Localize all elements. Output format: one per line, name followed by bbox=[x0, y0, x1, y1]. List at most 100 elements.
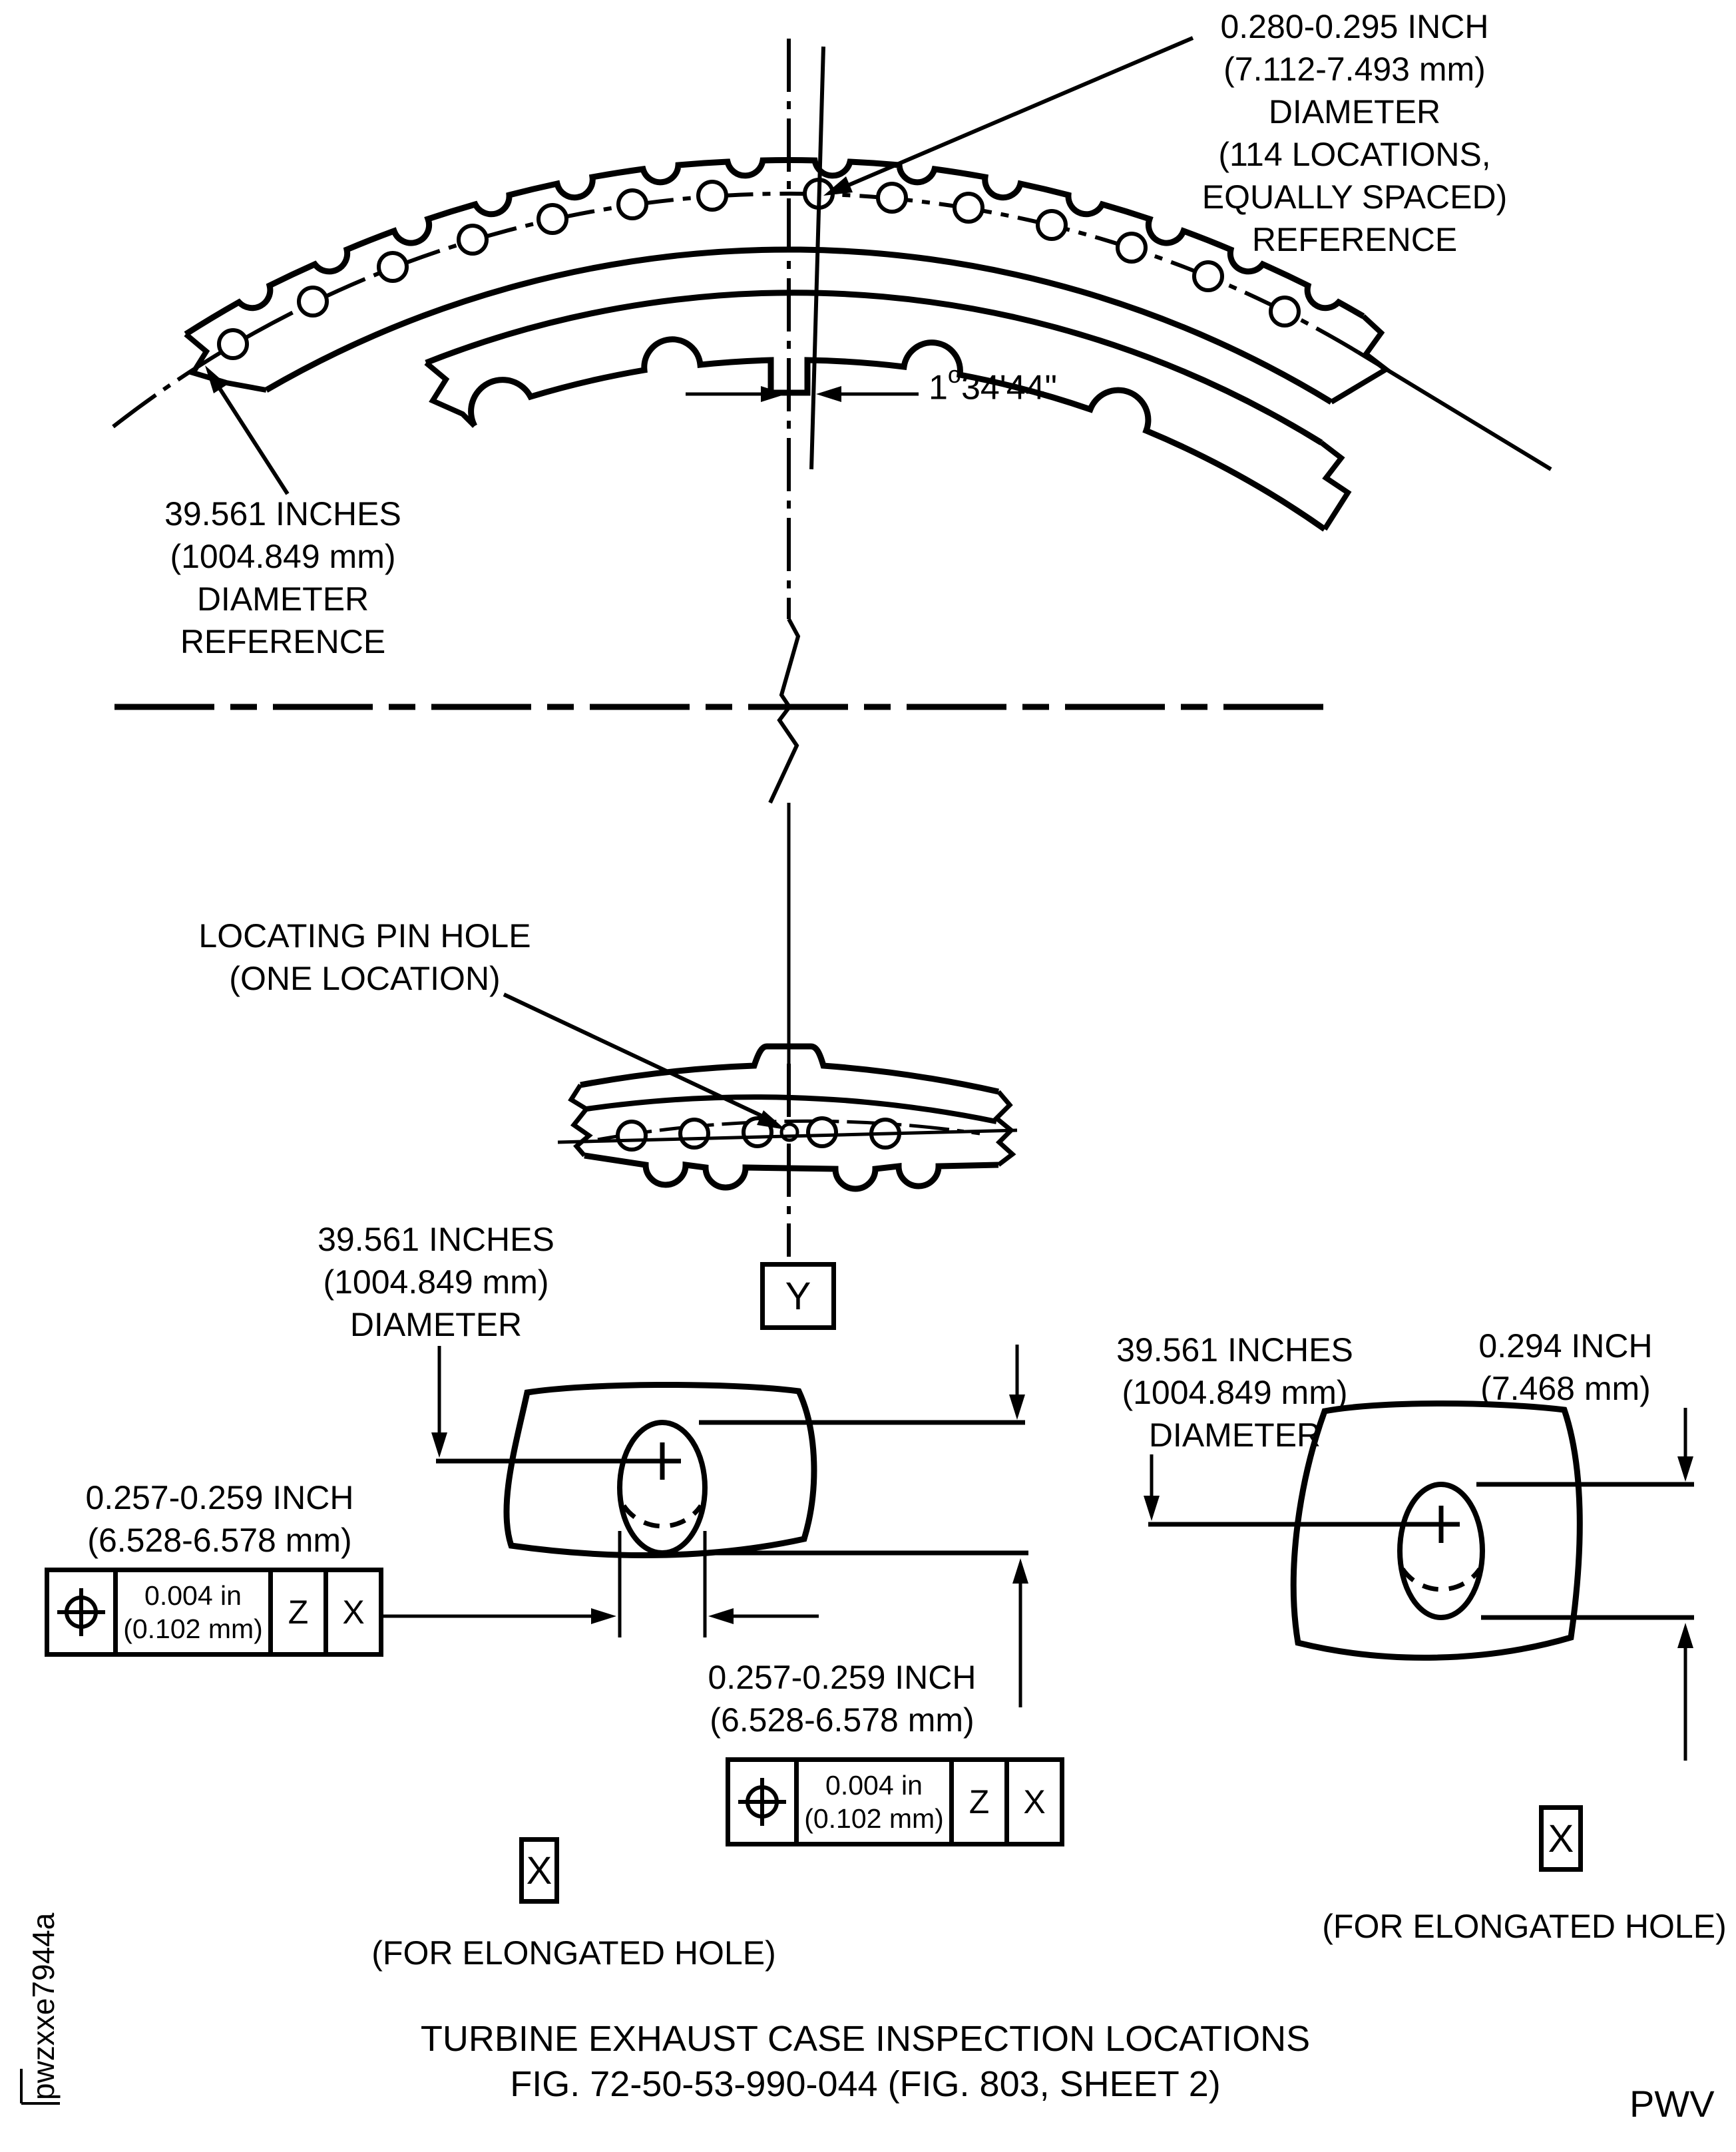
note-line: REFERENCE bbox=[1251, 221, 1458, 258]
left-elongated-hole-caption: (FOR ELONGATED HOLE) bbox=[371, 1932, 775, 1974]
flange-arc-view bbox=[112, 157, 1552, 532]
note-line: 0.280-0.295 INCH bbox=[1220, 8, 1489, 45]
bolt-hole bbox=[616, 1120, 648, 1152]
note-line: LOCATING PIN HOLE bbox=[198, 917, 531, 955]
angle-dimension-label: 1o34'44" bbox=[929, 361, 1058, 407]
bolt-hole bbox=[806, 1116, 838, 1148]
note-line: (7.112-7.493 mm) bbox=[1223, 51, 1486, 88]
note-line: (1004.849 mm) bbox=[1122, 1374, 1348, 1411]
bolt-hole bbox=[678, 1118, 710, 1150]
right-hole-dashed-arc bbox=[1401, 1568, 1482, 1592]
note-line: 0.257-0.259 INCH bbox=[85, 1479, 354, 1516]
right-elongated-hole-caption: (FOR ELONGATED HOLE) bbox=[1322, 1905, 1726, 1948]
hole-dia-leader-shaft bbox=[829, 36, 1194, 195]
datum-x-box-right: X bbox=[1539, 1805, 1583, 1872]
left-diameter-note: 39.561 INCHES (1004.849 mm) DIAMETER bbox=[318, 1218, 554, 1346]
left-detail-patch-outline bbox=[503, 1381, 817, 1559]
bolt-hole bbox=[1116, 232, 1148, 264]
note-line: EQUALLY SPACED) bbox=[1201, 178, 1508, 216]
datum-x-box-left: X bbox=[519, 1837, 559, 1904]
hole-diameter-note: 0.280-0.295 INCH (7.112-7.493 mm) DIAMET… bbox=[1202, 5, 1508, 261]
note-line: (ONE LOCATION) bbox=[229, 960, 501, 997]
position-tolerance-cell bbox=[730, 1762, 794, 1842]
locating-pin-hole-note: LOCATING PIN HOLE (ONE LOCATION) bbox=[198, 915, 531, 1000]
angle-degrees: 1 bbox=[929, 368, 948, 407]
document-id-code: pwzxxe7944a bbox=[26, 1912, 61, 2100]
case-wall-arc bbox=[425, 290, 1323, 445]
tolerance-inches: 0.004 in bbox=[825, 1770, 923, 1801]
centerlines bbox=[114, 39, 1337, 1257]
diameter-ref-leader-shaft bbox=[211, 377, 290, 495]
bolt-hole bbox=[1269, 296, 1301, 327]
locating-pin-leader-shaft bbox=[503, 992, 768, 1120]
left-elongated-hole-detail bbox=[381, 1345, 1028, 1707]
pin-view-top-edge bbox=[580, 1043, 999, 1095]
flange-bolt-holes bbox=[217, 178, 1301, 360]
figure-number: FIG. 72-50-53-990-044 (FIG. 803, SHEET 2… bbox=[510, 2064, 1221, 2104]
pin-view-bottom-scalloped-edge bbox=[584, 1152, 999, 1192]
pin-view-chord-line bbox=[557, 1128, 1018, 1144]
bolt-circle-extension-line bbox=[1357, 350, 1552, 471]
right-detail-patch-outline bbox=[1290, 1400, 1583, 1661]
note-line: REFERENCE bbox=[180, 623, 386, 660]
left-slot-top-arrowhead bbox=[1009, 1395, 1025, 1420]
degree-symbol: o bbox=[947, 361, 961, 388]
feature-control-frame-left: 0.004 in (0.102 mm) Z X bbox=[45, 1568, 383, 1657]
left-slot-bottom-arrowhead bbox=[1012, 1558, 1028, 1584]
right-slot-bottom-arrowhead bbox=[1677, 1623, 1693, 1648]
note-line: DIAMETER bbox=[349, 1306, 523, 1343]
left-elongated-hole bbox=[617, 1420, 708, 1556]
position-tolerance-icon bbox=[57, 1588, 105, 1636]
note-line: 39.561 INCHES bbox=[1116, 1331, 1353, 1369]
right-hole-center-mark bbox=[1422, 1506, 1460, 1543]
figure-title: TURBINE EXHAUST CASE INSPECTION LOCATION… bbox=[420, 2019, 1311, 2059]
case-left-break-edge bbox=[424, 360, 477, 428]
pin-view-left-break-edge bbox=[568, 1084, 593, 1158]
angle-dimension bbox=[686, 386, 919, 402]
flange-left-break-edge bbox=[184, 331, 267, 393]
bolt-hole bbox=[297, 286, 329, 318]
note-line: 0.294 INCH bbox=[1478, 1327, 1653, 1365]
note-line: DIAMETER bbox=[1268, 93, 1441, 130]
left-width-arrowhead-b bbox=[708, 1608, 734, 1624]
note-line: 0.257-0.259 INCH bbox=[708, 1659, 977, 1696]
tolerance-mm: (0.102 mm) bbox=[123, 1614, 263, 1644]
note-line: (6.528-6.578 mm) bbox=[710, 1701, 975, 1739]
note-line: (1004.849 mm) bbox=[170, 538, 396, 575]
note-line: DIAMETER bbox=[196, 580, 369, 618]
angle-dim-right-arrowhead bbox=[816, 386, 841, 402]
right-elongated-hole-detail bbox=[1144, 1400, 1694, 1761]
bolt-hole bbox=[537, 203, 568, 235]
note-line: (7.468 mm) bbox=[1480, 1370, 1651, 1407]
angle-dim-left-arrowhead bbox=[761, 386, 786, 402]
case-bottom-scalloped-edge bbox=[468, 336, 1327, 532]
angle-minutes-seconds: 34'44" bbox=[961, 368, 1058, 407]
tolerance-mm: (0.102 mm) bbox=[804, 1803, 944, 1834]
bolt-hole bbox=[1036, 209, 1068, 241]
feature-control-frame-mid: 0.004 in (0.102 mm) Z X bbox=[726, 1757, 1064, 1846]
datum-secondary-label: X bbox=[342, 1594, 365, 1631]
left-hole-dashed-arc bbox=[622, 1504, 703, 1529]
flange-inner-edge-arc bbox=[264, 246, 1333, 405]
left-width-arrowhead-a bbox=[591, 1608, 616, 1624]
bolt-hole bbox=[1192, 260, 1224, 292]
bolt-hole bbox=[953, 192, 984, 224]
bolt-hole bbox=[217, 328, 249, 360]
datum-secondary-cell: X bbox=[324, 1572, 379, 1652]
leaders bbox=[205, 36, 1194, 495]
break-symbol bbox=[768, 618, 801, 804]
datum-y-label: Y bbox=[785, 1274, 811, 1318]
pin-view-right-break-edge bbox=[992, 1090, 1016, 1167]
position-tolerance-icon bbox=[738, 1778, 786, 1826]
note-line: 39.561 INCHES bbox=[318, 1221, 554, 1258]
publisher-code: PWV bbox=[1629, 2083, 1715, 2125]
pin-view-inner-edge bbox=[586, 1094, 997, 1124]
left-dia-arrowhead bbox=[431, 1432, 447, 1458]
bolt-hole bbox=[696, 180, 728, 212]
note-line: (6.528-6.578 mm) bbox=[87, 1522, 352, 1559]
datum-x-label: X bbox=[1548, 1817, 1574, 1860]
right-diameter-note: 39.561 INCHES (1004.849 mm) DIAMETER bbox=[1116, 1329, 1353, 1456]
note-line: (1004.849 mm) bbox=[323, 1263, 549, 1301]
note-line: (FOR ELONGATED HOLE) bbox=[1322, 1908, 1727, 1945]
